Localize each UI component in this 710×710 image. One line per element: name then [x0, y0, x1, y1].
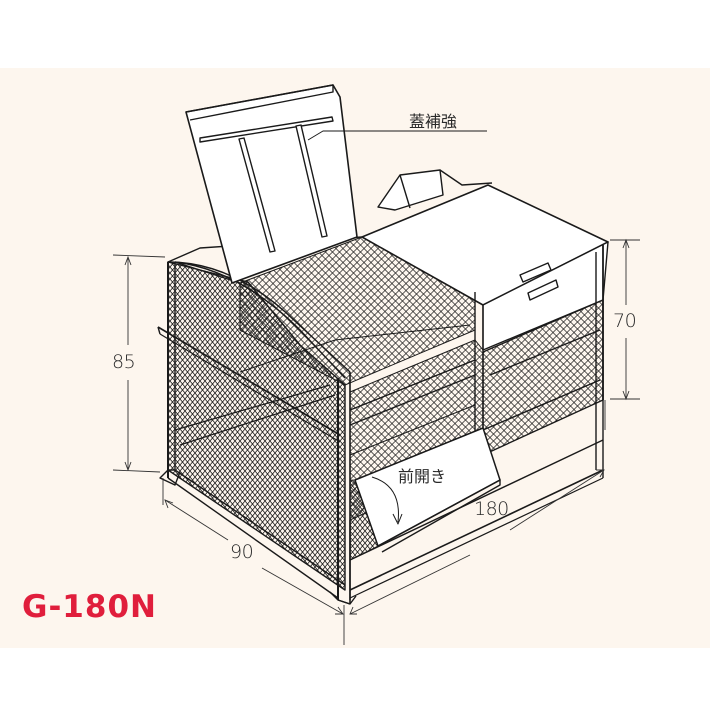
dimension-height-left: 85 [112, 351, 136, 373]
dimension-width: 180 [474, 498, 509, 520]
model-number: G-180N [22, 589, 157, 625]
callout-front-opening: 前開き [398, 467, 447, 486]
dimension-depth: 90 [230, 541, 254, 563]
dimension-height-right: 70 [613, 310, 637, 332]
callout-lid-reinforcement: 蓋補強 [409, 112, 458, 131]
